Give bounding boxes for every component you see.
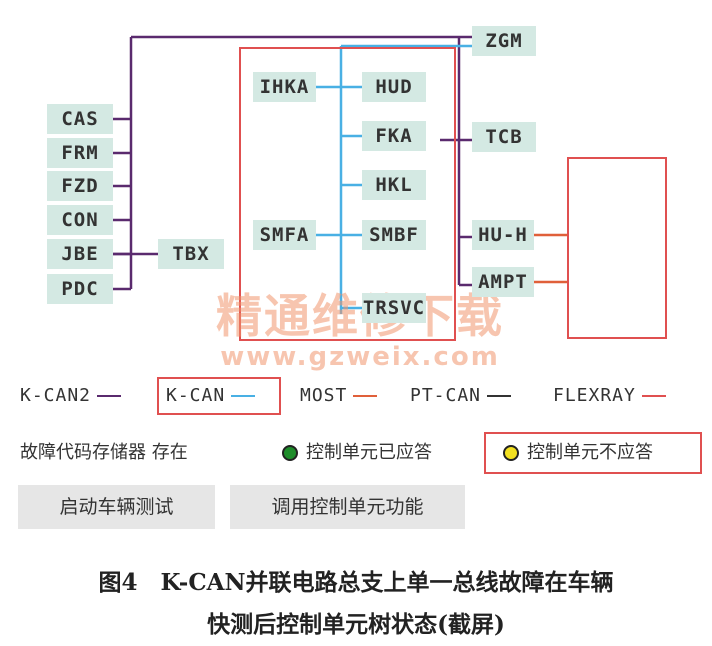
legend-pt-can-label: PT-CAN [410,385,482,406]
legend-flexray-swatch [641,395,666,397]
node-con[interactable]: CON [47,205,113,235]
node-smbf[interactable]: SMBF [362,220,426,250]
legend-flexray: FLEXRAY [553,382,666,410]
node-pdc[interactable]: PDC [47,274,113,304]
fault-memory-label: 故障代码存储器 存在 [20,442,188,463]
node-zgm[interactable]: ZGM [472,26,536,56]
legend-most-label: MOST [300,385,348,406]
node-tcb[interactable]: TCB [472,122,536,152]
legend-pt-can-swatch [487,395,512,397]
node-jbe[interactable]: JBE [47,239,113,269]
node-trsvc[interactable]: TRSVC [362,293,426,323]
legend-k-can: K-CAN [166,382,256,410]
call-ecu-functions-button[interactable]: 调用控制单元功能 [230,485,465,529]
figure-caption-line1: 图4 K-CAN并联电路总支上单一总线故障在车辆 [98,569,614,596]
status-not-responding-label: 控制单元不应答 [527,442,653,463]
node-hu-h[interactable]: HU-H [472,220,534,250]
legend-most-swatch [353,395,378,397]
legend-most: MOST [300,382,378,410]
node-ihka[interactable]: IHKA [253,72,316,102]
status-responding: 控制单元已应答 [282,438,432,468]
legend-k-can2-label: K-CAN2 [20,385,92,406]
figure-caption-line2: 快测后控制单元树状态(截屏) [207,611,505,638]
node-tbx[interactable]: TBX [158,239,224,269]
node-cas[interactable]: CAS [47,104,113,134]
legend-k-can-label: K-CAN [166,385,226,406]
node-hkl[interactable]: HKL [362,170,426,200]
green-status-icon [282,445,298,461]
node-fzd[interactable]: FZD [47,171,113,201]
legend-k-can2: K-CAN2 [20,382,122,410]
node-frm[interactable]: FRM [47,138,113,168]
legend-pt-can: PT-CAN [410,382,512,410]
node-ampt[interactable]: AMPT [472,267,534,297]
status-responding-label: 控制单元已应答 [306,442,432,463]
legend-flexray-label: FLEXRAY [553,385,636,406]
node-fka[interactable]: FKA [362,121,426,151]
node-hud[interactable]: HUD [362,72,426,102]
status-not-responding-highlight [484,432,702,474]
legend-k-can2-swatch [97,395,122,397]
yellow-status-icon [503,445,519,461]
most-ring-box [567,157,667,339]
node-smfa[interactable]: SMFA [253,220,316,250]
status-not-responding: 控制单元不应答 [503,438,653,468]
start-vehicle-test-button[interactable]: 启动车辆测试 [18,485,215,529]
k-can-group-highlight [239,47,456,341]
legend-k-can-highlight [157,377,281,415]
legend-k-can-swatch [231,395,256,397]
